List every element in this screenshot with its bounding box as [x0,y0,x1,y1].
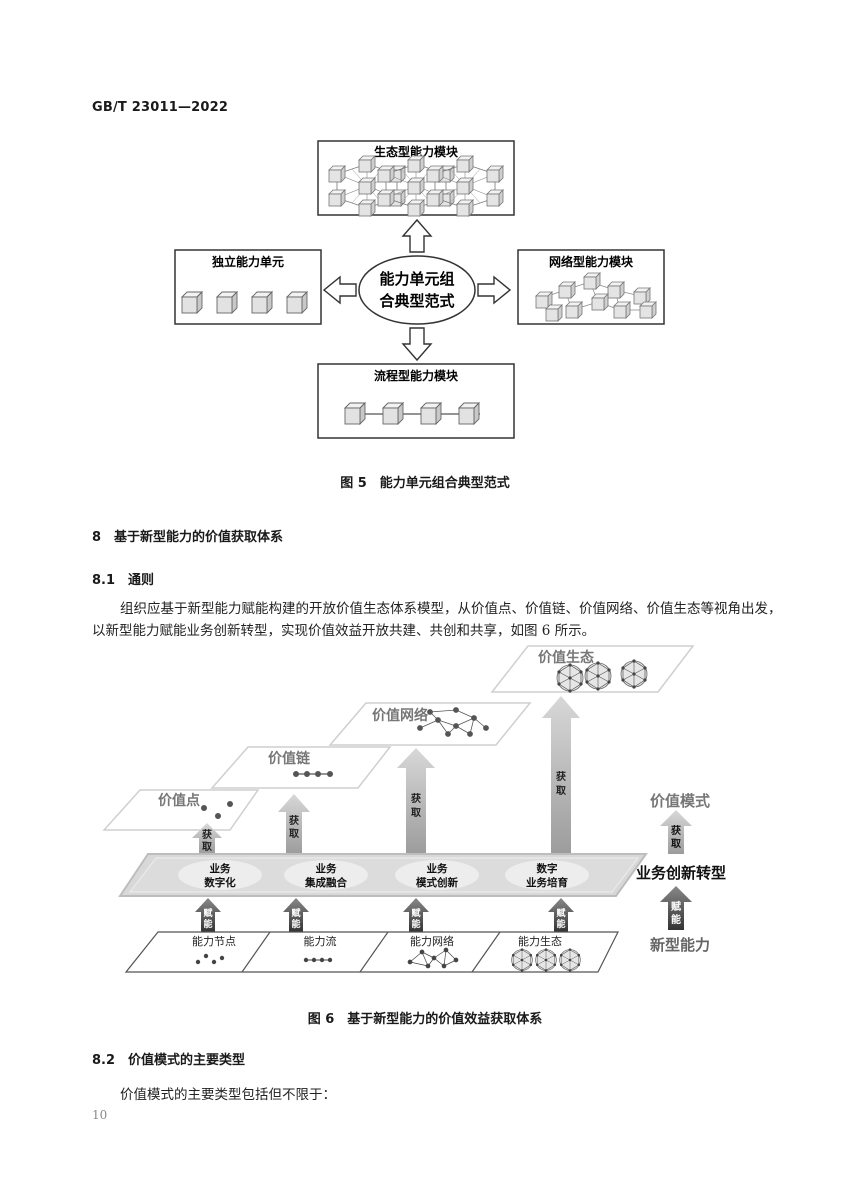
enable-arrow-3 [403,898,429,932]
enable-label-2b: 能 [291,918,300,930]
enable-label-4b: 能 [556,918,565,930]
value-point-icon [201,801,233,819]
center-label-line2: 合典型范式 [378,292,454,310]
business-item-2-line2: 集成融合 [304,876,347,889]
section-8-1-title: 8.1 通则 [92,573,155,588]
up-arrow-icon [401,218,433,253]
section-8-1-paragraph: 组织应基于新型能力赋能构建的开放价值生态体系模型，从价值点、价值链、价值网络、价… [92,601,782,639]
capability-flow-label: 能力流 [304,934,337,948]
down-arrow-icon [401,327,433,362]
enable-label-1a: 赋 [203,907,212,919]
section-8-2-title: 8.2 价值模式的主要类型 [92,1053,246,1068]
business-item-1-line2: 数字化 [203,876,236,889]
obtain-arrow-3 [397,748,435,854]
legend-obtain-a: 获 [670,824,681,837]
capability-node-label: 能力节点 [192,934,236,948]
obtain-label-4b: 取 [556,785,567,797]
enable-arrow-1 [195,898,221,932]
legend-obtain-b: 取 [671,838,682,850]
enable-label-1b: 能 [203,918,212,930]
obtain-arrow-4 [542,696,580,854]
center-ellipse [358,255,476,325]
business-item-4-bg [505,860,589,890]
business-item-1-bg [178,860,262,890]
legend-obtain-arrow [660,810,692,854]
obtain-arrow-2 [278,794,310,854]
obtain-label-1b: 取 [202,841,213,853]
process-module-graphic [344,402,480,425]
business-item-4-line1: 数字 [536,862,558,875]
independent-unit-label: 独立能力单元 [211,254,284,269]
right-arrow-icon [477,275,512,305]
obtain-label-4a: 获 [555,770,566,783]
business-item-2-line1: 业务 [316,862,337,875]
center-label-line1: 能力单元组 [379,270,454,288]
network-module-label: 网络型能力模块 [549,254,634,269]
page-number: 10 [92,1108,108,1122]
obtain-label-1a: 获 [201,828,212,841]
business-item-2-bg [284,860,368,890]
business-item-1-line1: 业务 [210,862,231,875]
figure-5-caption: 图 5 能力单元组合典型范式 [340,476,510,491]
figure-6-caption: 图 6 基于新型能力的价值效益获取体系 [307,1012,543,1027]
enable-label-2a: 赋 [291,907,300,919]
legend-enable-a: 赋 [671,900,681,913]
left-arrow-icon [322,275,357,305]
capability-network-label: 能力网络 [410,934,454,948]
value-chain-plane [210,746,392,789]
ecological-module-label: 生态型能力模块 [374,144,459,159]
legend-value-mode: 价值模式 [650,792,710,810]
legend-enable-b: 能 [671,913,681,926]
enable-label-4a: 赋 [556,907,565,919]
legend-enable-arrow [660,886,692,930]
obtain-label-3b: 取 [411,807,422,819]
obtain-arrow-1 [192,823,222,854]
section-8-title: 8 基于新型能力的价值获取体系 [92,530,284,545]
business-item-4-line2: 业务培育 [526,876,568,889]
enable-label-3a: 赋 [411,907,420,919]
enable-arrow-2 [283,898,309,932]
process-module-box [317,363,515,439]
figure-6: 价值点 价值链 价值网络 价值生态 获 取 获 取 获 取 获 取 业务 数 [102,645,726,973]
capability-ecology-icon [511,947,581,973]
value-level-chain: 价值链 [268,750,311,767]
value-chain-icon [293,771,333,777]
figure-5: 生态型能力模块 独立能力单元 能力单元组 合典型范式 网络型能力模块 [174,140,665,439]
capability-node-icon [195,953,225,965]
value-level-network: 价值网络 [372,707,428,724]
network-module-graphic [535,272,657,322]
value-point-plane [102,789,260,831]
capability-flow-icon [303,957,333,963]
obtain-label-2a: 获 [288,814,299,827]
legend-business: 业务创新转型 [636,864,726,882]
business-item-3-bg [395,860,479,890]
value-network-icon [417,707,489,737]
section-8-2-paragraph: 价值模式的主要类型包括但不限于： [120,1087,336,1103]
obtain-label-3a: 获 [410,792,421,805]
business-item-3-line2: 模式创新 [416,876,458,889]
business-item-3-line1: 业务 [427,862,448,875]
enable-label-3b: 能 [411,918,420,930]
value-level-ecology: 价值生态 [538,649,594,666]
legend-new-capability: 新型能力 [650,936,710,954]
obtain-label-2b: 取 [289,828,300,840]
value-ecology-icon [556,658,648,694]
capability-network-icon [407,947,459,969]
value-level-point: 价值点 [158,792,200,809]
process-module-label: 流程型能力模块 [374,368,459,383]
capability-ecology-label: 能力生态 [518,934,562,948]
standard-number: GB/T 23011—2022 [92,100,229,115]
value-network-plane [328,702,532,746]
enable-arrow-4 [548,898,574,932]
